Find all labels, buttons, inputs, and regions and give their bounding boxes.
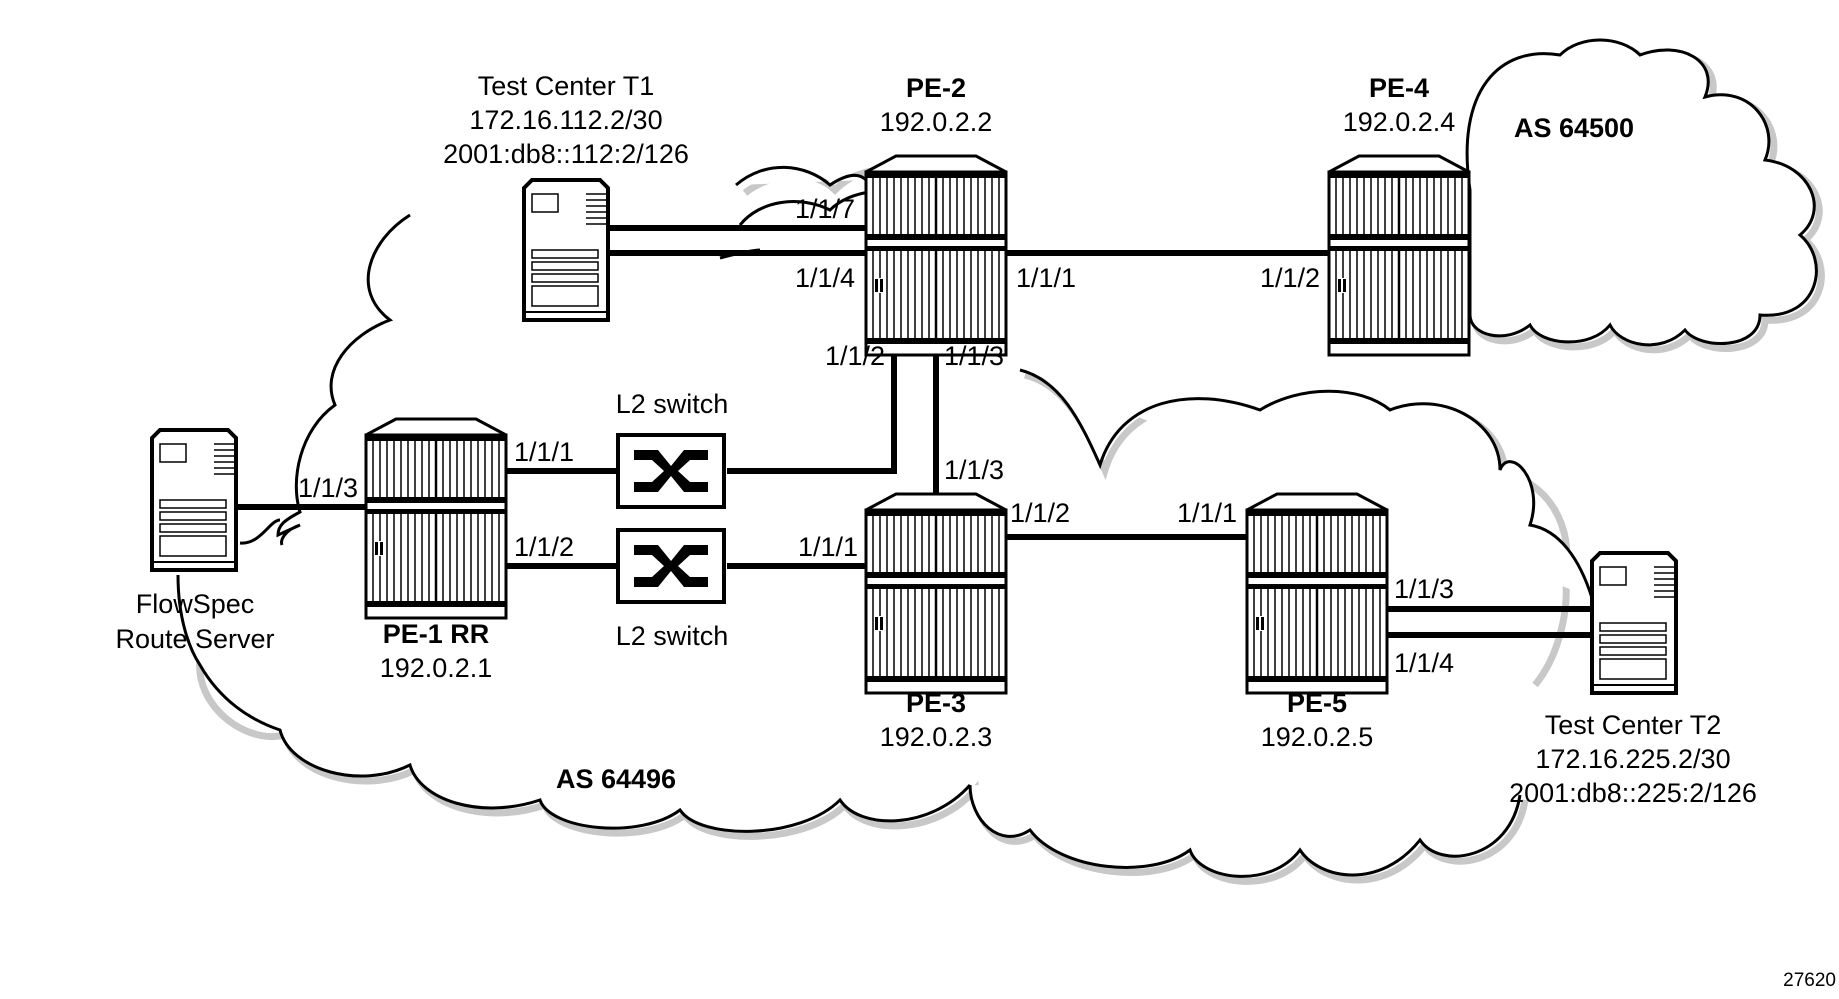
server-t1-ipv6: 2001:db8::112:2/126 (443, 139, 689, 169)
router-ip-pe4: 192.0.2.4 (1343, 107, 1456, 137)
port-label: 1/1/4 (795, 263, 855, 293)
l2-switch-2[interactable] (616, 528, 726, 604)
router-name-pe4: PE-4 (1369, 73, 1429, 103)
server-fs-name-line1: FlowSpec (136, 589, 255, 619)
router-pe2[interactable] (864, 154, 1008, 357)
server-test-center-t1[interactable] (522, 178, 610, 322)
server-fs-name-line2: Route Server (115, 624, 274, 654)
router-ip-pe2: 192.0.2.2 (880, 107, 993, 137)
cloud-label-as64500: AS 64500 (1514, 113, 1634, 143)
port-label: 1/1/1 (514, 437, 574, 467)
router-pe1[interactable] (364, 417, 508, 620)
port-label: 1/1/4 (1394, 648, 1454, 678)
port-label: 1/1/2 (1010, 498, 1070, 528)
router-pe5[interactable] (1245, 492, 1389, 695)
server-t2-ipv6: 2001:db8::225:2/126 (1509, 778, 1757, 808)
switch-label-1: L2 switch (616, 389, 729, 419)
router-pe3[interactable] (864, 492, 1008, 695)
l2-switch-1[interactable] (616, 433, 726, 509)
server-flowspec-route-server[interactable] (150, 428, 238, 572)
links (235, 225, 1592, 638)
port-label: 1/1/3 (944, 455, 1004, 485)
cloud-label-as64496: AS 64496 (556, 764, 676, 794)
port-label: 1/1/1 (798, 532, 858, 562)
server-t1-name: Test Center T1 (478, 71, 655, 101)
switch-label-2: L2 switch (616, 621, 729, 651)
router-name-pe3: PE-3 (906, 688, 966, 718)
port-label: 1/1/2 (1260, 263, 1320, 293)
router-ip-pe1: 192.0.2.1 (380, 653, 493, 683)
port-label: 1/1/3 (1394, 574, 1454, 604)
cloud-as64500 (1465, 38, 1825, 354)
cloud-as64496 (176, 165, 1594, 885)
port-label: 1/1/1 (1177, 498, 1237, 528)
server-t2-name: Test Center T2 (1545, 710, 1722, 740)
server-t1-ipv4: 172.16.112.2/30 (469, 105, 662, 135)
port-label: 1/1/3 (298, 473, 358, 503)
server-test-center-t2[interactable] (1590, 551, 1678, 695)
link-pe2-sw1 (727, 338, 897, 474)
port-label: 1/1/2 (514, 532, 574, 562)
port-label: 1/1/2 (825, 341, 885, 371)
router-name-pe2: PE-2 (906, 73, 966, 103)
router-pe4[interactable] (1327, 154, 1471, 357)
port-label: 1/1/1 (1016, 263, 1076, 293)
router-ip-pe5: 192.0.2.5 (1261, 722, 1374, 752)
router-name-pe1: PE-1 RR (383, 619, 490, 649)
figure-number: 27620 (1783, 970, 1836, 991)
server-t2-ipv4: 172.16.225.2/30 (1535, 744, 1730, 774)
port-label: 1/1/3 (944, 341, 1004, 371)
port-label: 1/1/7 (795, 194, 855, 224)
router-ip-pe3: 192.0.2.3 (880, 722, 993, 752)
router-name-pe5: PE-5 (1287, 688, 1347, 718)
